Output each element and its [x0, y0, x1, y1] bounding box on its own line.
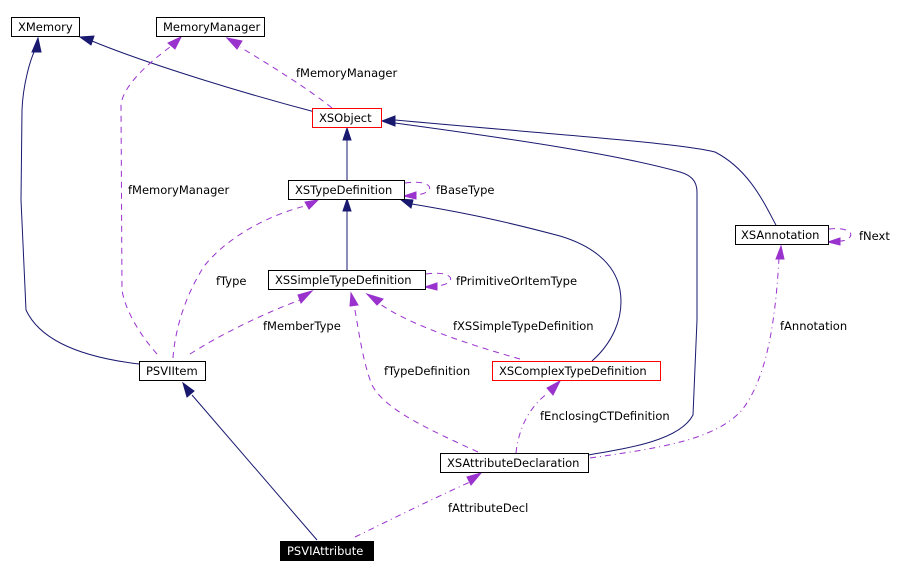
edge-psviitem-to-xmemory: [20, 49, 140, 365]
node-xsattributedeclaration[interactable]: XSAttributeDeclaration: [440, 453, 589, 473]
edge-label-fannotation: fAnnotation: [780, 319, 847, 333]
arrowhead-xscomplextypedefinition-from-xsattributedeclaration: [546, 379, 562, 396]
arrowhead-xsobject-from-xstypedefinition: [342, 126, 352, 141]
edge-xsattributedeclaration-to-xsobject: [394, 122, 698, 456]
edge-xscomplextypedefinition-to-xstypedefinition: [411, 203, 622, 362]
arrowhead-xmemory-from-xsobject: [78, 35, 95, 46]
edge-xstypedefinition-self: [404, 181, 431, 196]
node-label-xscomplextypedefinition: XSComplexTypeDefinition: [499, 364, 647, 378]
arrowhead-memorymanager-from-psviitem: [167, 35, 183, 50]
arrowhead-xssimpletypedefinition-from-psviitem: [297, 290, 314, 304]
node-xstypedefinition[interactable]: XSTypeDefinition: [288, 180, 405, 200]
edge-xssimpletypedefinition-self: [425, 272, 452, 287]
node-xsobject[interactable]: XSObject: [312, 108, 382, 128]
arrowhead-xstypedefinition-self: [402, 191, 417, 200]
node-memorymanager[interactable]: MemoryManager: [156, 17, 265, 37]
arrowhead-xsobject-from-subclasses: [380, 115, 396, 127]
edge-label-fprimitiveoritemtype: fPrimitiveOrItemType: [456, 274, 577, 288]
edge-label-ftypedefinition: fTypeDefinition: [384, 364, 470, 378]
node-label-xsobject: XSObject: [319, 111, 372, 125]
node-xsannotation[interactable]: XSAnnotation: [735, 225, 829, 245]
node-label-memorymanager: MemoryManager: [163, 20, 260, 34]
node-label-xssimpletypedefinition: XSSimpleTypeDefinition: [275, 273, 412, 287]
edge-xsattributedeclaration-xscomplextypedefinition: [515, 392, 549, 454]
arrowhead-xsannotation-from-xsattributedeclaration: [775, 244, 785, 260]
edge-xsattributedeclaration-xsannotation: [589, 257, 780, 459]
node-xscomplextypedefinition[interactable]: XSComplexTypeDefinition: [492, 361, 661, 381]
edge-xsannotation-to-xsobject: [394, 119, 778, 228]
arrowhead-xstypedefinition-from-xscomplextypedefinition: [398, 198, 414, 209]
inheritance-edges: [20, 35, 778, 541]
edge-psviattribute-xsattributedeclaration: [354, 481, 471, 538]
node-label-psviitem: PSVIItem: [146, 364, 198, 378]
arrowhead-xssimpletypedefinition-from-xscomplextypedefinition: [365, 292, 384, 306]
edge-label-fxssimpletypedefinition: fXSSimpleTypeDefinition: [453, 319, 594, 333]
edge-xsobject-to-xmemory: [91, 40, 316, 113]
arrowhead-xssimpletypedefinition-self: [423, 282, 438, 291]
edge-label-fattributedecl: fAttributeDecl: [448, 501, 528, 515]
node-label-xsattributedeclaration: XSAttributeDeclaration: [447, 456, 579, 470]
arrowhead-xstypedefinition-from-xssimpletypedefinition: [342, 197, 352, 212]
edge-label-fmembertype: fMemberType: [263, 319, 341, 333]
arrowhead-psviitem-from-psviattribute: [182, 381, 195, 398]
node-label-xmemory: XMemory: [18, 20, 73, 34]
edge-psviitem-memorymanager: [120, 46, 171, 355]
arrowhead-memorymanager-from-xsobject: [225, 37, 243, 50]
node-psviitem[interactable]: PSVIItem: [139, 361, 206, 381]
arrowhead-xmemory-from-psviitem: [31, 36, 42, 53]
node-label-xsannotation: XSAnnotation: [741, 228, 819, 242]
edge-psviitem-xssimpletypedefinition: [189, 299, 301, 355]
arrowhead-xsattributedeclaration-from-psviattribute: [466, 472, 483, 486]
edge-label-ftype: fType: [216, 274, 246, 288]
edge-label-fnext: fNext: [859, 229, 890, 243]
node-xmemory[interactable]: XMemory: [11, 17, 80, 37]
usage-edges: [120, 35, 852, 538]
edge-xscomplextypedefinition-xssimpletypedefinition: [379, 303, 521, 360]
edge-label-fenclosingctdefinition: fEnclosingCTDefinition: [540, 409, 670, 423]
edge-psviitem-xstypedefinition: [172, 205, 306, 359]
edge-psviattribute-to-psviitem: [191, 394, 318, 541]
edge-label-fbasetype: fBaseType: [436, 183, 494, 197]
node-psviattribute[interactable]: PSVIAttribute: [280, 541, 374, 561]
arrowhead-xstypedefinition-from-psviitem: [304, 199, 320, 210]
arrowhead-xsannotation-self: [826, 237, 841, 246]
edge-xsattributedeclaration-xssimpletypedefinition: [353, 304, 479, 453]
edge-labels: fMemoryManager fMemoryManager fBaseType …: [128, 66, 890, 515]
arrowhead-xssimpletypedefinition-from-xsattributedeclaration: [349, 291, 359, 307]
node-label-psviattribute: PSVIAttribute: [287, 544, 363, 558]
node-xssimpletypedefinition[interactable]: XSSimpleTypeDefinition: [268, 270, 426, 290]
edge-label-xsobject-memorymanager: fMemoryManager: [296, 66, 397, 80]
node-label-xstypedefinition: XSTypeDefinition: [295, 183, 392, 197]
edge-label-psviitem-memorymanager: fMemoryManager: [128, 183, 229, 197]
